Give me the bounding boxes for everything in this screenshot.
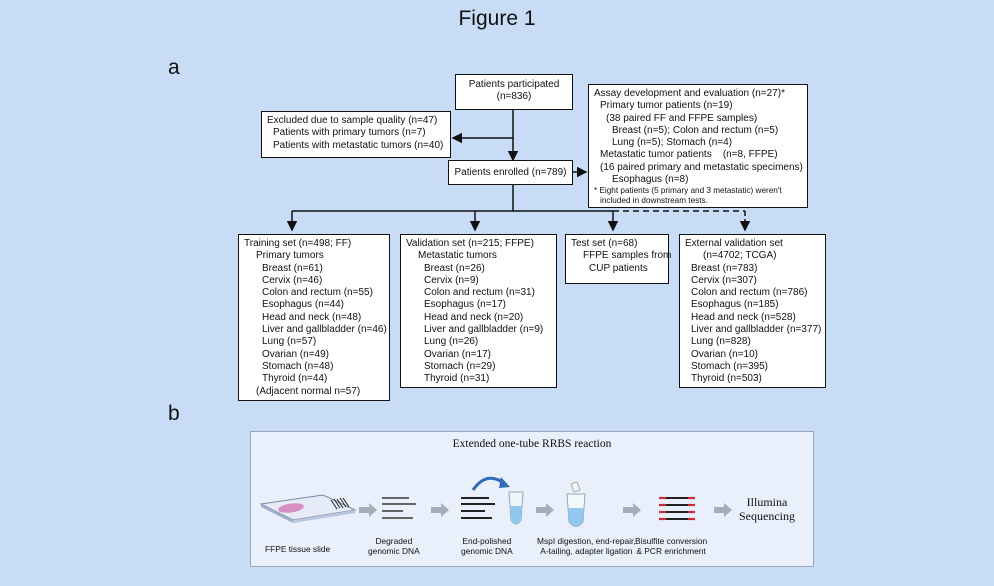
validation-subtitle: Metastatic tumors <box>418 250 497 262</box>
participated-line2: (n=836) <box>496 91 532 103</box>
validation-item: Esophagus (n=17) <box>424 299 507 311</box>
excluded-metastatic: Patients with metastatic tumors (n=40) <box>273 139 444 151</box>
patients-enrolled-box: Patients enrolled (n=789) <box>448 160 573 185</box>
validation-title: Validation set (n=215; FFPE) <box>406 238 534 249</box>
validation-set-box: Validation set (n=215; FFPE) Metastatic … <box>400 234 557 388</box>
assay-paired: (38 paired FF and FFPE samples) <box>606 112 758 124</box>
training-item: Colon and rectum (n=55) <box>262 287 373 299</box>
validation-item: Cervix (n=9) <box>424 274 479 286</box>
panel-a-label: a <box>168 56 180 79</box>
training-item: Esophagus (n=44) <box>262 299 345 311</box>
assay-breast-colon: Breast (n=5); Colon and rectum (n=5) <box>612 124 779 136</box>
training-item: Cervix (n=46) <box>262 274 323 286</box>
ffpe-slide-icon <box>259 494 357 523</box>
test-title: Test set (n=68) <box>571 238 638 249</box>
participated-line1: Patients participated <box>468 79 560 90</box>
external-item: Stomach (n=395) <box>691 360 768 372</box>
degraded-dna-icon <box>382 497 416 519</box>
training-item: Head and neck (n=48) <box>262 311 362 323</box>
external-item: Cervix (n=307) <box>691 274 757 286</box>
rrbs-illustration <box>259 476 732 527</box>
external-item: Lung (n=828) <box>691 336 751 348</box>
rrbs-workflow-panel: Extended one-tube RRBS reaction <box>250 431 814 567</box>
external-item: Esophagus (n=185) <box>691 299 779 311</box>
external-subtitle: (n=4702; TCGA) <box>703 250 777 262</box>
step-label-mspi: MspI digestion, end-repair,A-tailing, ad… <box>537 536 636 556</box>
assay-esophagus: Esophagus (n=8) <box>612 174 689 186</box>
bisulfite-strands-icon <box>659 496 695 521</box>
flowchart-connectors <box>286 110 751 232</box>
excluded-primary: Patients with primary tumors (n=7) <box>273 127 426 139</box>
assay-lung-stomach: Lung (n=5); Stomach (n=4) <box>612 137 733 149</box>
external-validation-box: External validation set (n=4702; TCGA) B… <box>679 234 826 388</box>
validation-item: Ovarian (n=17) <box>424 348 491 360</box>
external-title: External validation set <box>685 238 783 249</box>
training-item: Ovarian (n=49) <box>262 348 329 360</box>
validation-item: Breast (n=26) <box>424 262 485 274</box>
assay-footnote-2: included in downstream tests. <box>600 196 708 206</box>
patients-participated-box: Patients participated (n=836) <box>455 74 573 110</box>
external-item: Thyroid (n=503) <box>691 373 762 385</box>
assay-paired-specimens: (16 paired primary and metastatic specim… <box>600 161 803 173</box>
training-footer: (Adjacent normal n=57) <box>256 385 361 397</box>
assay-box: Assay development and evaluation (n=27)*… <box>588 84 808 208</box>
validation-item: Colon and rectum (n=31) <box>424 287 535 299</box>
assay-footnote-1: * Eight patients (5 primary and 3 metast… <box>594 186 782 196</box>
training-title: Training set (n=498; FF) <box>244 238 352 249</box>
validation-item: Thyroid (n=31) <box>424 373 490 385</box>
mspi-tube-icon <box>566 481 586 527</box>
training-item: Liver and gallbladder (n=46) <box>262 324 387 336</box>
figure-title: Figure 1 <box>458 7 536 30</box>
validation-item: Lung (n=26) <box>424 336 479 348</box>
step-label-ffpe: FFPE tissue slide <box>265 544 331 554</box>
training-item: Stomach (n=48) <box>262 360 334 372</box>
test-set-box: Test set (n=68) FFPE samples from CUP pa… <box>565 234 672 284</box>
external-item: Liver and gallbladder (n=377) <box>691 324 822 336</box>
training-set-box: Training set (n=498; FF) Primary tumors … <box>238 234 390 401</box>
external-item: Breast (n=783) <box>691 262 758 274</box>
panel-b-label: b <box>168 402 180 425</box>
assay-primary: Primary tumor patients (n=19) <box>600 100 733 112</box>
test-line3: CUP patients <box>589 262 648 274</box>
test-line2: FFPE samples from <box>583 250 672 262</box>
validation-item: Head and neck (n=20) <box>424 311 524 323</box>
training-item: Breast (n=61) <box>262 262 323 274</box>
rrbs-title: Extended one-tube RRBS reaction <box>452 438 612 450</box>
step-label-bisulfite: Bisulfite conversion& PCR enrichment <box>635 536 708 556</box>
training-item: Lung (n=57) <box>262 336 317 348</box>
validation-item: Stomach (n=29) <box>424 360 496 372</box>
end-polished-dna-icon <box>461 476 524 525</box>
external-item: Ovarian (n=10) <box>691 348 758 360</box>
external-item: Head and neck (n=528) <box>691 311 796 323</box>
process-arrows <box>359 503 732 517</box>
validation-item: Liver and gallbladder (n=9) <box>424 324 544 336</box>
external-item: Colon and rectum (n=786) <box>691 287 808 299</box>
enrolled-text: Patients enrolled (n=789) <box>454 167 567 178</box>
excluded-box: Excluded due to sample quality (n=47) Pa… <box>261 111 451 158</box>
training-subtitle: Primary tumors <box>256 250 324 262</box>
assay-metastatic: Metastatic tumor patients (n=8, FFPE) <box>600 149 778 161</box>
training-item: Thyroid (n=44) <box>262 373 328 385</box>
excluded-title: Excluded due to sample quality (n=47) <box>267 115 438 126</box>
assay-title: Assay development and evaluation (n=27)* <box>594 88 785 99</box>
